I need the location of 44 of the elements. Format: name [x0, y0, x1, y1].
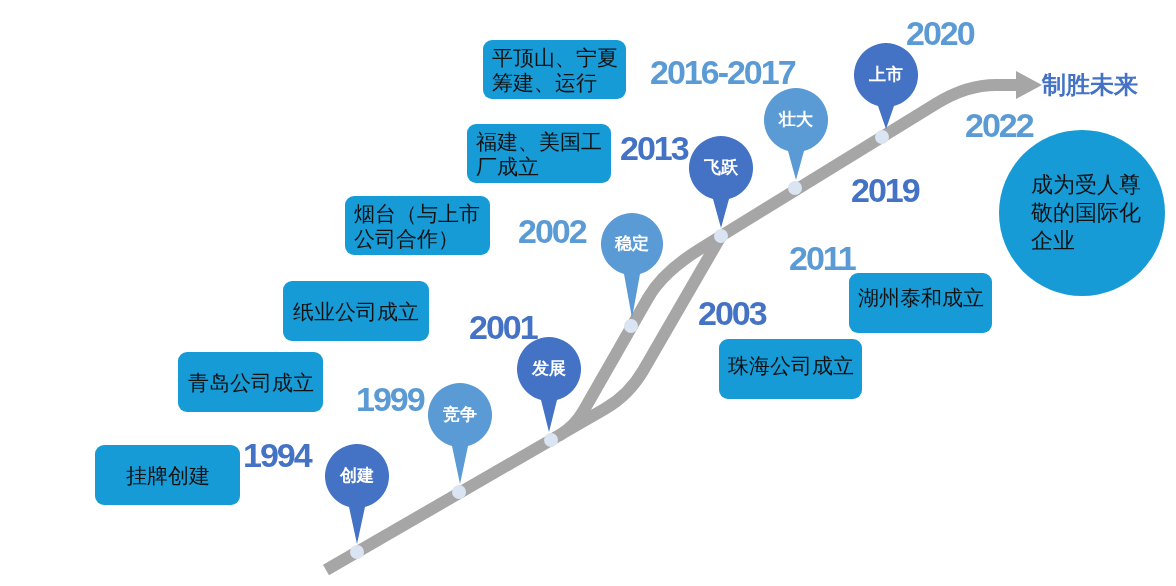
- event-box: [345, 196, 490, 255]
- event-box: [483, 40, 626, 99]
- event-box: [95, 445, 240, 505]
- map-pin: [854, 43, 918, 129]
- event-box: [178, 352, 323, 412]
- year-label: 2013: [620, 133, 688, 163]
- year-label: 2016-2017: [650, 57, 795, 87]
- pin-label: 创建: [340, 466, 374, 486]
- vision-text: 成为受人尊敬的国际化企业: [1030, 171, 1142, 255]
- event-text: 烟台（与上市公司合作）: [354, 200, 481, 251]
- goal-label: 制胜未来: [1042, 71, 1142, 99]
- map-pin: [689, 136, 753, 228]
- pin-label: 稳定: [615, 234, 649, 254]
- year-label: 2003: [698, 298, 766, 328]
- event-box: [719, 339, 862, 399]
- event-text: 纸业公司成立: [293, 298, 419, 324]
- event-text: 平顶山、宁夏筹建、运行: [492, 44, 619, 95]
- year-label: 2001: [469, 312, 537, 342]
- event-box: [283, 281, 429, 341]
- map-pin: [428, 383, 492, 484]
- year-label: 2020: [906, 18, 974, 48]
- pin-label: 飞跃: [704, 158, 738, 178]
- map-pin: [325, 444, 389, 544]
- year-label: 2002: [518, 216, 586, 246]
- year-label: 1994: [243, 440, 311, 470]
- year-label: 2011: [789, 243, 855, 273]
- map-pin: [764, 88, 828, 180]
- year-label: 1999: [356, 384, 424, 414]
- pin-label: 发展: [532, 359, 566, 379]
- pin-label: 竞争: [443, 405, 477, 425]
- map-pin: [601, 213, 663, 318]
- year-label: 2019: [851, 175, 919, 205]
- pin-label: 上市: [869, 65, 903, 85]
- year-label: 2022: [965, 110, 1033, 140]
- map-pin: [517, 337, 581, 432]
- pin-label: 壮大: [779, 110, 813, 130]
- event-text: 湖州泰和成立: [857, 284, 984, 310]
- event-box: [467, 124, 611, 183]
- timeline-arrow: [323, 71, 1042, 576]
- event-text: 青岛公司成立: [187, 369, 314, 395]
- event-text: 珠海公司成立: [727, 352, 854, 378]
- event-box: [849, 273, 992, 333]
- event-text: 挂牌创建: [125, 462, 210, 488]
- event-text: 福建、美国工厂成立: [476, 128, 603, 179]
